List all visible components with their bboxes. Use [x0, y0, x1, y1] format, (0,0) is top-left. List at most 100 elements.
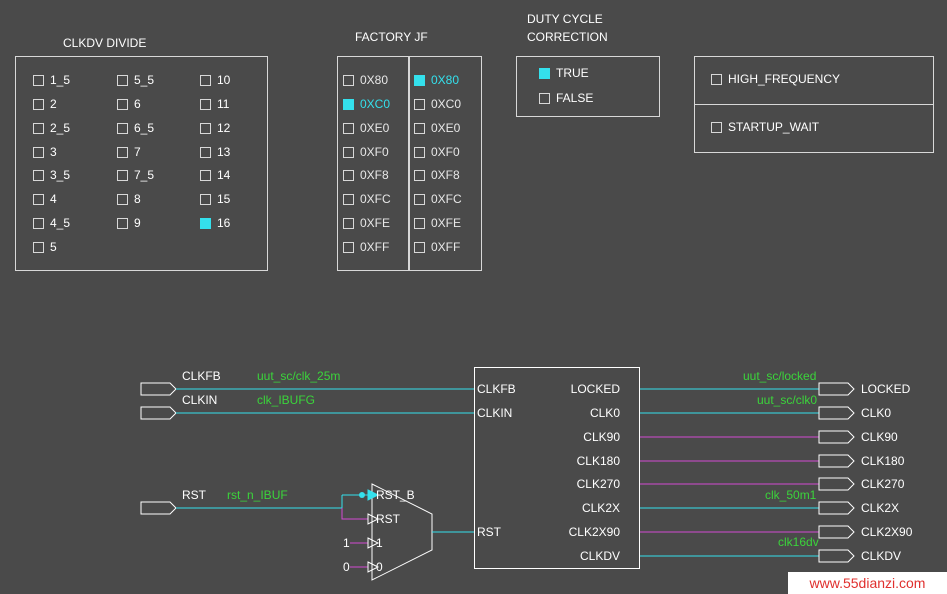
clkdv-option[interactable]: 10 [200, 73, 230, 87]
clkdv-output-port[interactable] [818, 549, 855, 563]
clkdv-checkbox[interactable] [200, 217, 211, 229]
factory-jf-checkbox[interactable] [414, 146, 425, 158]
clkdv-option[interactable]: 16 [200, 216, 230, 230]
clkdv-checkbox[interactable] [117, 217, 128, 229]
rst-input-port[interactable] [140, 501, 177, 515]
clkdv-option[interactable]: 5 [33, 240, 57, 254]
factory-jf-checkbox[interactable] [414, 193, 425, 205]
factory-jf-left-option[interactable]: 0X80 [343, 73, 388, 87]
duty-cycle-checkbox[interactable] [539, 67, 550, 79]
duty-cycle-checkbox[interactable] [539, 92, 550, 104]
clkdv-option[interactable]: 7 [117, 145, 141, 159]
rst-mux-wire[interactable] [341, 508, 368, 520]
factory-jf-left-option[interactable]: 0XF8 [343, 168, 389, 182]
clk90-output-port[interactable] [818, 430, 855, 444]
clkdv-option[interactable]: 4_5 [33, 216, 70, 230]
factory-jf-checkbox[interactable] [343, 217, 354, 229]
factory-jf-checkbox[interactable] [343, 146, 354, 158]
one-pin-icon [367, 537, 380, 549]
factory-jf-right-option[interactable]: 0XE0 [414, 121, 460, 135]
clkdv-option[interactable]: 7_5 [117, 168, 154, 182]
clkdv-checkbox[interactable] [117, 98, 128, 110]
factory-jf-checkbox[interactable] [343, 193, 354, 205]
factory-jf-right-option[interactable]: 0XFE [414, 216, 461, 230]
clkdv-checkbox[interactable] [33, 98, 44, 110]
factory-jf-left-option[interactable]: 0XE0 [343, 121, 389, 135]
factory-jf-checkbox[interactable] [414, 98, 425, 110]
factory-jf-left-option[interactable]: 0XFE [343, 216, 390, 230]
factory-jf-right-option[interactable]: 0XFF [414, 240, 460, 254]
clkdv-option[interactable]: 1_5 [33, 73, 70, 87]
clkdv-checkbox[interactable] [33, 74, 44, 86]
clkdv-option[interactable]: 8 [117, 192, 141, 206]
clkdv-checkbox[interactable] [200, 122, 211, 134]
clk180-output-port[interactable] [818, 454, 855, 468]
clkdv-option[interactable]: 2 [33, 97, 57, 111]
clkfb-input-port[interactable] [140, 382, 177, 396]
factory-jf-checkbox[interactable] [343, 241, 354, 253]
clkdv-option[interactable]: 9 [117, 216, 141, 230]
clkdv-checkbox[interactable] [200, 169, 211, 181]
startup-wait-checkbox[interactable] [711, 121, 722, 133]
factory-jf-right-option[interactable]: 0XFC [414, 192, 462, 206]
clkdv-option[interactable]: 6_5 [117, 121, 154, 135]
clkdv-checkbox[interactable] [200, 98, 211, 110]
duty-cycle-option[interactable]: FALSE [539, 91, 593, 105]
clkdv-checkbox[interactable] [117, 193, 128, 205]
clkdv-checkbox[interactable] [117, 146, 128, 158]
clkin-input-port[interactable] [140, 406, 177, 420]
factory-jf-checkbox[interactable] [414, 74, 425, 86]
factory-jf-left-option[interactable]: 0XF0 [343, 145, 389, 159]
clkdv-option[interactable]: 15 [200, 192, 230, 206]
rst-net-label: rst_n_IBUF [227, 488, 288, 502]
factory-jf-left-option[interactable]: 0XFC [343, 192, 391, 206]
factory-jf-checkbox[interactable] [343, 122, 354, 134]
duty-cycle-option[interactable]: TRUE [539, 66, 589, 80]
clkdv-option[interactable]: 13 [200, 145, 230, 159]
locked-output-port[interactable] [818, 382, 855, 396]
clkdv-checkbox[interactable] [117, 122, 128, 134]
clkdv-checkbox[interactable] [33, 122, 44, 134]
factory-jf-left-option[interactable]: 0XC0 [343, 97, 390, 111]
clkdv-option[interactable]: 11 [200, 97, 229, 111]
factory-jf-left-option[interactable]: 0XFF [343, 240, 389, 254]
clkdv-option[interactable]: 5_5 [117, 73, 154, 87]
factory-jf-checkbox[interactable] [343, 98, 354, 110]
dcm-block[interactable] [474, 367, 640, 569]
factory-jf-checkbox[interactable] [414, 217, 425, 229]
factory-jf-checkbox[interactable] [414, 169, 425, 181]
clkdv-checkbox[interactable] [33, 169, 44, 181]
clk2x-output-port[interactable] [818, 501, 855, 515]
clkdv-checkbox[interactable] [200, 146, 211, 158]
clkdv-checkbox[interactable] [33, 193, 44, 205]
startup-wait-option[interactable]: STARTUP_WAIT [711, 120, 819, 134]
clkdv-option[interactable]: 3 [33, 145, 57, 159]
high-frequency-checkbox[interactable] [711, 73, 722, 85]
clk2x90-output-port[interactable] [818, 525, 855, 539]
factory-jf-right-option[interactable]: 0XF8 [414, 168, 460, 182]
clkdv-option[interactable]: 4 [33, 192, 57, 206]
clk0-output-port[interactable] [818, 406, 855, 420]
clkdv-checkbox[interactable] [117, 169, 128, 181]
factory-jf-right-option[interactable]: 0XF0 [414, 145, 460, 159]
rst-mux[interactable] [371, 483, 433, 581]
clkdv-option[interactable]: 3_5 [33, 168, 70, 182]
clkdv-checkbox[interactable] [33, 217, 44, 229]
clkdv-checkbox[interactable] [200, 74, 211, 86]
clkdv-option[interactable]: 14 [200, 168, 230, 182]
factory-jf-checkbox[interactable] [414, 122, 425, 134]
clkdv-option[interactable]: 6 [117, 97, 141, 111]
high-frequency-option[interactable]: HIGH_FREQUENCY [711, 72, 840, 86]
clkdv-option[interactable]: 12 [200, 121, 230, 135]
factory-jf-checkbox[interactable] [343, 169, 354, 181]
factory-jf-right-option[interactable]: 0X80 [414, 73, 459, 87]
factory-jf-checkbox[interactable] [343, 74, 354, 86]
clkdv-checkbox[interactable] [200, 193, 211, 205]
clkdv-checkbox[interactable] [33, 241, 44, 253]
clk270-output-port[interactable] [818, 477, 855, 491]
factory-jf-checkbox[interactable] [414, 241, 425, 253]
factory-jf-right-option[interactable]: 0XC0 [414, 97, 461, 111]
clkdv-checkbox[interactable] [117, 74, 128, 86]
clkdv-checkbox[interactable] [33, 146, 44, 158]
clkdv-option[interactable]: 2_5 [33, 121, 70, 135]
